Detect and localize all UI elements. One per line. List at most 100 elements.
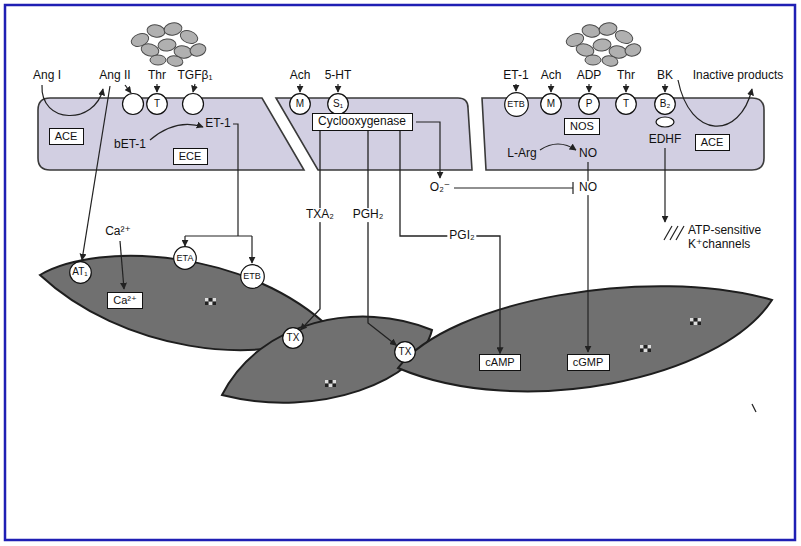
receptor-circle: M (289, 93, 311, 115)
cell-texture (205, 298, 701, 387)
molecule-label: Ach (290, 69, 311, 83)
pathway-arrow (752, 404, 756, 412)
receptor-circle: B₂ (654, 93, 676, 115)
molecule-label: Ca²⁺ (105, 225, 131, 239)
pathway-arrow (337, 84, 338, 92)
receptor-circle: P (578, 93, 600, 115)
receptor-outline (290, 94, 311, 115)
receptor-circle: AT₁ (69, 261, 92, 284)
cell-texture (333, 380, 336, 383)
node-label: NOS (570, 120, 594, 133)
node-label: Cyclooxygenase (318, 115, 406, 129)
cell-texture (648, 349, 651, 352)
platelet-cluster (166, 55, 183, 68)
pathway-arrow (588, 84, 589, 92)
receptor-circle: TX (282, 327, 304, 349)
pathway-arrow (299, 84, 300, 92)
cell-texture (648, 345, 651, 348)
node-label: S₁ (333, 98, 343, 110)
pathway-arrow (664, 84, 665, 92)
receptor-circle: TX (394, 341, 416, 363)
cell-texture (213, 298, 216, 301)
node-label: M (547, 98, 555, 110)
enzyme-box: cGMP (567, 354, 610, 371)
receptor-outline (69, 261, 91, 283)
receptor-symbol (123, 94, 144, 115)
molecule-label: Thr (148, 69, 166, 83)
pathway-arrow (150, 124, 203, 140)
cell-texture (213, 302, 216, 305)
cell-texture (640, 349, 643, 352)
receptor-outline (541, 94, 562, 115)
pathway-arrow (120, 241, 124, 289)
molecule-label: EDHF (649, 133, 682, 147)
enzyme-box: NOS (564, 118, 600, 135)
enzyme-box: cAMP (479, 354, 521, 371)
smooth-muscle-cell (40, 256, 772, 403)
cell-texture (698, 322, 701, 325)
molecule-label: bET-1 (114, 138, 146, 152)
molecule-label: Thr (617, 69, 635, 83)
node-label: TX (287, 332, 300, 344)
cell-texture (690, 322, 693, 325)
node-label: cAMP (485, 356, 514, 369)
molecule-label: Ach (541, 69, 562, 83)
enzyme-box: ACE (49, 128, 84, 145)
platelet-cluster (189, 42, 208, 58)
molecule-label: Ang I (33, 69, 61, 83)
node-label: T (154, 98, 160, 110)
pathway-arrow (664, 148, 665, 222)
pathway-arrow (540, 144, 576, 150)
molecule-label: ATP-sensitive K⁺channels (688, 224, 780, 252)
pathway-arrow (515, 84, 516, 91)
receptor-outline (240, 264, 264, 288)
pathway-arrow (300, 131, 320, 330)
receptor-circle: ETA (173, 246, 197, 270)
node-label: T (623, 98, 629, 110)
platelet-cluster (564, 22, 642, 68)
edge-label: PGI₂ (447, 229, 476, 243)
receptor-circle: T (615, 93, 637, 115)
node-label: TX (399, 346, 412, 358)
molecule-label: BK (657, 69, 673, 83)
molecule-label: Ang II (99, 69, 130, 83)
molecule-label: ET-1 (503, 69, 528, 83)
endothelial-cell (482, 98, 764, 170)
pathway-arrow (185, 124, 252, 236)
node-label: B₂ (660, 98, 671, 110)
molecule-label: ET-1 (205, 117, 230, 131)
receptor-outline (328, 94, 349, 115)
pathway-arrow (416, 122, 440, 178)
pathway-arrow (184, 236, 185, 246)
receptor-symbol (183, 94, 204, 115)
molecule-label: Inactive products (693, 69, 784, 83)
node-label: ACE (701, 136, 724, 149)
platelet-cluster (146, 24, 166, 39)
cell-texture (205, 298, 208, 301)
pathway-arrow (550, 84, 551, 92)
cell-texture (209, 302, 212, 305)
pathway-arrow (251, 236, 252, 263)
endothelial-cell (38, 98, 304, 170)
platelet-cluster (129, 22, 207, 68)
receptor-circle: T (146, 93, 168, 115)
enzyme-box: ECE (173, 148, 208, 165)
cell-texture (325, 384, 328, 387)
platelet-cluster (178, 28, 199, 45)
pathway-arrow (156, 84, 157, 92)
node-label: ACE (55, 130, 78, 143)
pathway-arrow (454, 182, 573, 194)
cell-texture (325, 380, 328, 383)
molecule-label: 5-HT (325, 69, 352, 83)
enzyme-box: ACE (695, 134, 730, 151)
receptor-circle: S₁ (327, 93, 349, 115)
molecule-label: TGFβ₁ (178, 69, 213, 83)
receptor-circle: ETB (504, 92, 529, 117)
cell-texture (329, 384, 332, 387)
cell-texture (640, 345, 643, 348)
cell-texture (205, 302, 208, 305)
node-label: cGMP (573, 356, 604, 369)
node-label: ECE (179, 150, 202, 163)
pathway-arrow (664, 226, 684, 240)
receptor-outline (655, 94, 676, 115)
